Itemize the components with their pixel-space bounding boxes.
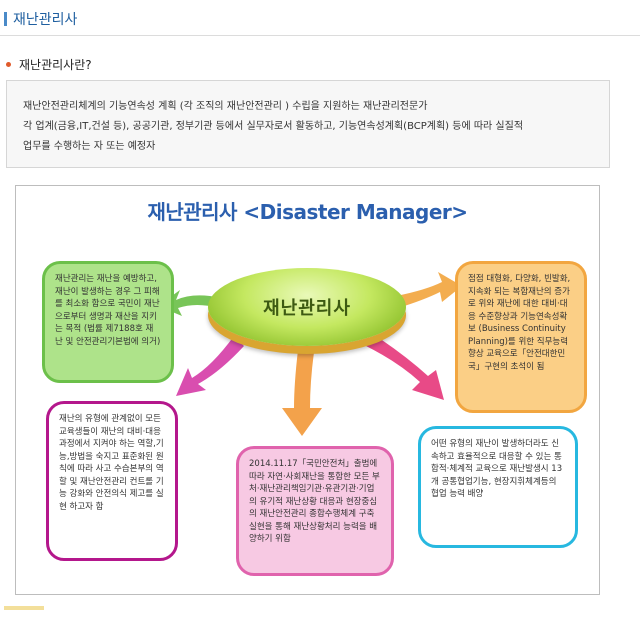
definition-box: 재난안전관리체계의 기능연속성 계획 (각 조직의 재난안전관리 ) 수립을 지… (6, 80, 610, 168)
center-ellipse: 재난관리사 (208, 268, 406, 346)
bubble-ministry-text: 2014.11.17「국민안전처」출범에 따라 자연·사회재난을 통합한 모든 … (249, 459, 380, 544)
bubble-standardization: 재난의 유형에 관계없이 모든 교육생들이 재난의 대비·대응 과정에서 지켜야… (46, 401, 178, 561)
bubble-collaboration: 어떤 유형의 재난이 발생하더라도 신속하고 효율적으로 대응할 수 있는 통합… (418, 426, 578, 548)
footer-decoration (4, 606, 44, 610)
diagram-arrows (158, 272, 462, 436)
disaster-manager-diagram: 재난관리사 <Disaster Manager> 재난관리사 재난관리는 재난을… (15, 185, 600, 595)
bubble-collaboration-text: 어떤 유형의 재난이 발생하더라도 신속하고 효율적으로 대응할 수 있는 통합… (431, 439, 563, 499)
title-marker-icon (4, 12, 7, 26)
bubble-background: 점점 대형화, 다양화, 빈발화, 지속화 되는 복합재난의 증가로 위와 재난… (455, 261, 587, 413)
definition-line: 각 업계(금융,IT,건설 등), 공공기관, 정부기관 등에서 실무자로서 활… (23, 121, 524, 132)
diagram-title: 재난관리사 <Disaster Manager> (147, 200, 468, 224)
title-divider (0, 35, 640, 36)
definition-line: 업무를 수행하는 자 또는 예정자 (23, 141, 156, 152)
page-title: 재난관리사 (13, 12, 78, 28)
bubble-purpose: 재난관리는 재난을 예방하고, 재난이 발생하는 경우 그 피해를 최소화 함으… (42, 261, 174, 383)
section-heading: 재난관리사란? (6, 56, 92, 73)
bubble-ministry: 2014.11.17「국민안전처」출범에 따라 자연·사회재난을 통합한 모든 … (236, 446, 394, 576)
arrow-to-pink-icon (282, 350, 322, 436)
arrow-to-purple-icon (176, 336, 244, 396)
bubble-purpose-text: 재난관리는 재난을 예방하고, 재난이 발생하는 경우 그 피해를 최소화 함으… (55, 274, 161, 347)
definition-line: 재난안전관리체계의 기능연속성 계획 (각 조직의 재난안전관리 ) 수립을 지… (23, 101, 428, 112)
bullet-icon (6, 62, 11, 67)
arrow-to-orange-icon (396, 272, 462, 308)
section-title: 재난관리사란? (19, 58, 92, 72)
page-title-bar: 재난관리사 (4, 8, 77, 30)
center-label: 재난관리사 (263, 298, 351, 319)
bubble-standardization-text: 재난의 유형에 관계없이 모든 교육생들이 재난의 대비·대응 과정에서 지켜야… (59, 414, 164, 512)
arrow-to-cyan-icon (366, 336, 444, 400)
bubble-background-text: 점점 대형화, 다양화, 빈발화, 지속화 되는 복합재난의 증가로 위와 재난… (468, 274, 571, 372)
